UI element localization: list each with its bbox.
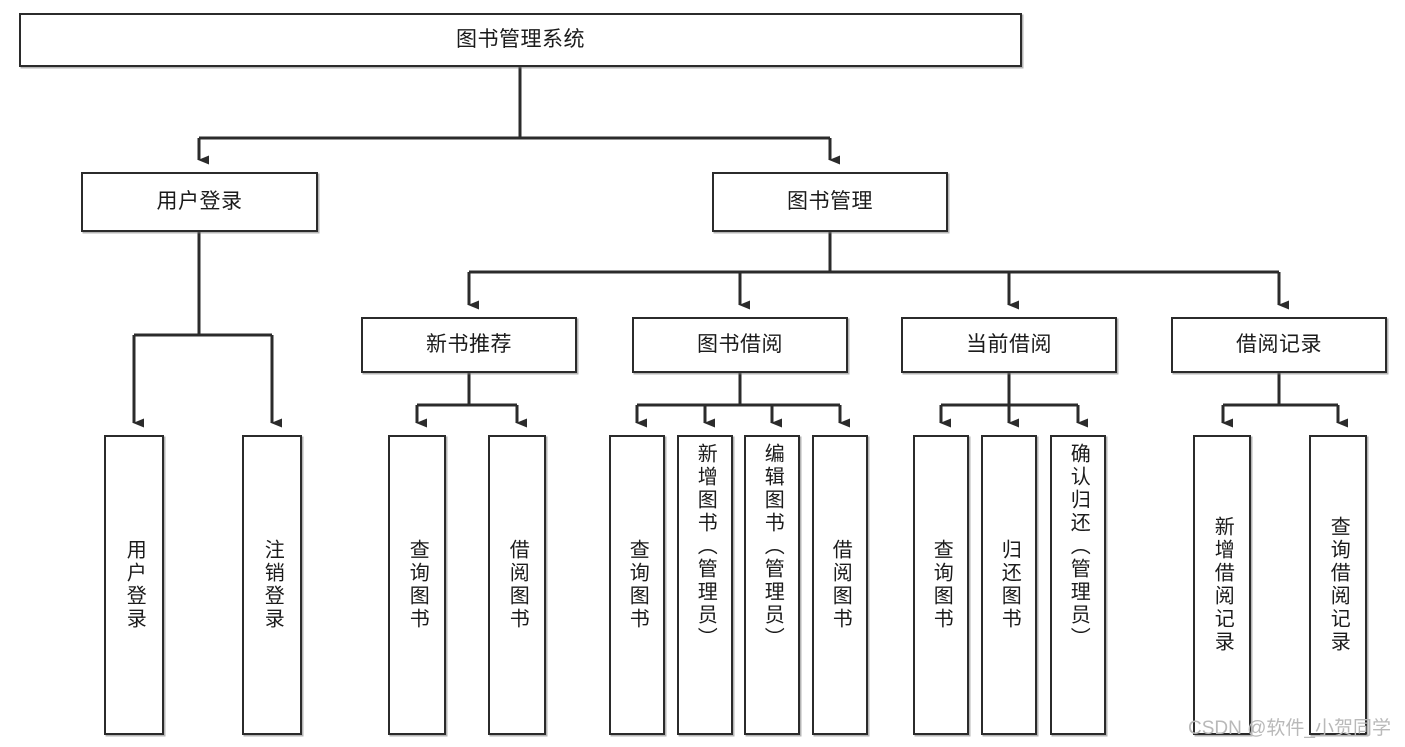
node-leaf-confirm-return[interactable]: 确认归还（管理员）	[1050, 435, 1106, 735]
node-leaf-query-book-current-label: 查询图书	[930, 539, 953, 631]
node-leaf-borrow-book[interactable]: 借阅图书	[812, 435, 868, 735]
node-leaf-return-book-label: 归还图书	[998, 539, 1021, 631]
node-user-login-group-label: 用户登录	[156, 190, 243, 214]
node-leaf-query-borrow-record[interactable]: 查询借阅记录	[1309, 435, 1367, 735]
node-leaf-user-login-label: 用户登录	[123, 539, 146, 631]
node-leaf-query-book-newbook-label: 查询图书	[406, 539, 429, 631]
node-current-borrow-label: 当前借阅	[966, 333, 1052, 357]
node-leaf-user-logout-label: 注销登录	[261, 539, 284, 631]
node-leaf-query-borrow-record-label: 查询借阅记录	[1327, 516, 1350, 654]
node-leaf-user-login[interactable]: 用户登录	[104, 435, 164, 735]
node-leaf-edit-book-label: 编辑图书（管理员）	[761, 443, 784, 650]
node-leaf-add-book-label: 新增图书（管理员）	[694, 443, 717, 650]
node-leaf-edit-book[interactable]: 编辑图书（管理员）	[744, 435, 800, 735]
node-book-borrow-label: 图书借阅	[697, 333, 783, 357]
node-user-login-group[interactable]: 用户登录	[81, 172, 318, 232]
node-leaf-borrow-book-label: 借阅图书	[829, 539, 852, 631]
node-leaf-query-book-borrow-label: 查询图书	[626, 539, 649, 631]
node-leaf-borrow-book-newbook-label: 借阅图书	[506, 539, 529, 631]
node-new-book-recommend-label: 新书推荐	[426, 333, 512, 357]
node-leaf-query-book-borrow[interactable]: 查询图书	[609, 435, 665, 735]
node-leaf-query-book-newbook[interactable]: 查询图书	[388, 435, 446, 735]
node-current-borrow[interactable]: 当前借阅	[901, 317, 1117, 373]
node-leaf-add-book[interactable]: 新增图书（管理员）	[677, 435, 733, 735]
node-book-management-group[interactable]: 图书管理	[712, 172, 948, 232]
node-root[interactable]: 图书管理系统	[19, 13, 1022, 67]
node-book-management-group-label: 图书管理	[787, 190, 873, 214]
node-book-borrow[interactable]: 图书借阅	[632, 317, 848, 373]
node-new-book-recommend[interactable]: 新书推荐	[361, 317, 577, 373]
node-leaf-add-borrow-record-label: 新增借阅记录	[1211, 516, 1234, 654]
node-leaf-confirm-return-label: 确认归还（管理员）	[1067, 443, 1090, 650]
node-leaf-user-logout[interactable]: 注销登录	[242, 435, 302, 735]
node-leaf-return-book[interactable]: 归还图书	[981, 435, 1037, 735]
csdn-watermark: CSDN @软件_小贺同学	[1188, 718, 1391, 739]
node-root-label: 图书管理系统	[456, 28, 585, 52]
node-leaf-borrow-book-newbook[interactable]: 借阅图书	[488, 435, 546, 735]
node-borrow-records[interactable]: 借阅记录	[1171, 317, 1387, 373]
node-borrow-records-label: 借阅记录	[1236, 333, 1322, 357]
node-leaf-query-book-current[interactable]: 查询图书	[913, 435, 969, 735]
node-leaf-add-borrow-record[interactable]: 新增借阅记录	[1193, 435, 1251, 735]
